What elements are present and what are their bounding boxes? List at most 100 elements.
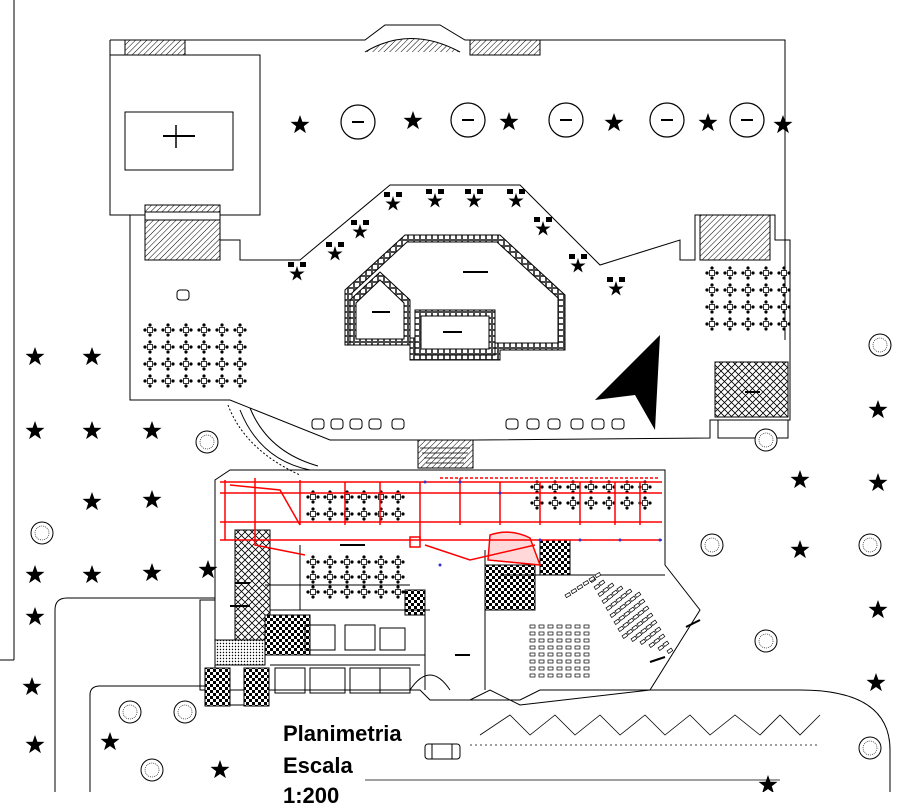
table-set-icon (197, 340, 211, 354)
chair-pair-icon (569, 254, 587, 273)
seat-icon (658, 633, 666, 640)
shrub-symbol-icon (210, 760, 230, 779)
seat-icon (634, 591, 642, 598)
seat-icon (653, 637, 661, 644)
shrub-symbol-icon (773, 115, 793, 134)
seat-icon (598, 579, 606, 586)
seat-icon (613, 618, 621, 625)
shrub-symbol-icon (142, 490, 162, 509)
chair-pair-icon (534, 217, 552, 236)
table-set-icon (340, 585, 354, 599)
seat-icon (646, 612, 654, 619)
lounger-icon (505, 418, 519, 430)
table-set-icon (197, 374, 211, 388)
table-set-icon (620, 496, 634, 510)
seat-icon (556, 638, 563, 643)
seat-icon (594, 572, 602, 579)
seat-icon (616, 585, 624, 592)
table-set-icon (143, 374, 157, 388)
table-set-icon (323, 490, 337, 504)
table-set-icon (357, 555, 371, 569)
seat-icon (583, 652, 590, 657)
table-set-icon (391, 507, 405, 521)
tree-symbol-icon (140, 758, 164, 782)
table-set-icon (233, 340, 247, 354)
seat-icon (574, 673, 581, 678)
seat-icon (547, 666, 554, 671)
seat-icon (570, 588, 578, 595)
seat-icon (638, 598, 646, 605)
seat-icon (636, 620, 644, 627)
seat-icon (574, 652, 581, 657)
shrub-symbol-icon (25, 735, 45, 754)
shrub-symbol-icon (868, 400, 888, 419)
seat-icon (538, 624, 545, 629)
lounger-icon (570, 418, 584, 430)
tree-symbol-icon (868, 333, 892, 357)
shrub-symbol-icon (100, 732, 120, 751)
table-sets (143, 266, 791, 599)
seat-icon (666, 647, 674, 654)
seat-icon (564, 592, 572, 599)
seat-icon (637, 609, 645, 616)
seat-icon (565, 652, 572, 657)
seat-icon (529, 666, 536, 671)
table-set-icon (323, 570, 337, 584)
seat-icon (583, 659, 590, 664)
site-boundary (0, 0, 891, 792)
table-set-icon (197, 323, 211, 337)
table-set-icon (357, 507, 371, 521)
table-set-icon (143, 323, 157, 337)
table-set-icon (723, 300, 737, 314)
table-set-icon (161, 374, 175, 388)
seat-icon (547, 652, 554, 657)
red-overlay-lines (220, 477, 662, 566)
seat-icon (593, 583, 601, 590)
seat-icon (611, 589, 619, 596)
tree-symbol-icon (754, 428, 778, 452)
seat-icon (627, 617, 635, 624)
table-set-icon (777, 300, 791, 314)
plan-title: Planimetria (283, 721, 402, 746)
seat-icon (657, 644, 665, 651)
seat-icon (529, 652, 536, 657)
table-set-icon (566, 496, 580, 510)
seat-icon (556, 659, 563, 664)
seat-icon (574, 638, 581, 643)
auditorium-seating (529, 572, 674, 678)
shrub-symbol-icon (25, 565, 45, 584)
seat-icon (556, 666, 563, 671)
shrub-symbol-icon (82, 421, 102, 440)
shrub-symbol-icon (790, 470, 810, 489)
table-set-icon (759, 266, 773, 280)
shrub-symbol-icon (403, 111, 423, 130)
table-set-icon (777, 317, 791, 331)
table-set-icon (705, 317, 719, 331)
shrub-symbol-icon (790, 540, 810, 559)
seat-icon (641, 616, 649, 623)
chair-pair-icon (465, 189, 483, 208)
table-set-icon (357, 570, 371, 584)
table-set-icon (705, 300, 719, 314)
chair-pairs (176, 189, 625, 430)
shrub-symbol-icon (758, 775, 778, 792)
seat-icon (529, 645, 536, 650)
tree-symbols (22, 111, 892, 792)
shrub-symbol-icon (25, 607, 45, 626)
seat-icon (556, 645, 563, 650)
table-set-icon (584, 496, 598, 510)
lounger-icon (611, 418, 625, 430)
table-set-icon (777, 266, 791, 280)
table-set-icon (759, 300, 773, 314)
table-set-icon (215, 340, 229, 354)
seat-icon (640, 627, 648, 634)
lounger-icon (349, 418, 363, 430)
tree-symbol-icon (118, 700, 142, 724)
table-set-icon (306, 570, 320, 584)
seat-icon (583, 624, 590, 629)
central-garden (344, 234, 566, 361)
table-set-icon (197, 357, 211, 371)
curved-walkway (227, 404, 319, 476)
seat-icon (624, 599, 632, 606)
